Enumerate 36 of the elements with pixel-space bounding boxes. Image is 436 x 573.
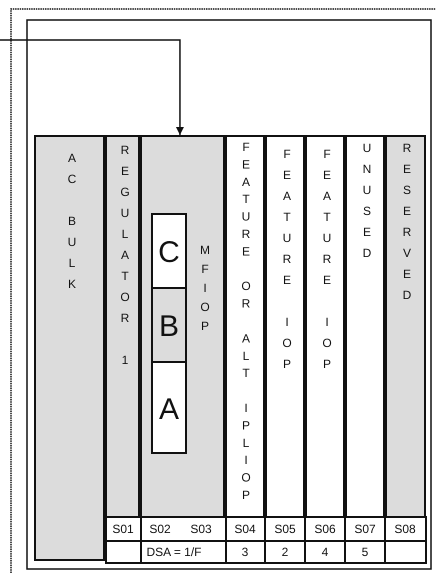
table-value: 4 xyxy=(322,545,328,559)
card-box xyxy=(151,361,187,454)
slot-number: S08 xyxy=(394,522,416,536)
table-value: DSA = 1/F xyxy=(146,545,202,559)
vertical-label: UNUSED xyxy=(360,141,374,267)
slot-column xyxy=(345,135,385,518)
card-letter: C xyxy=(157,236,181,270)
slot-column xyxy=(305,135,345,518)
slot-column xyxy=(265,135,305,518)
vertical-label: FEATURE IOP xyxy=(280,147,294,378)
slot-column xyxy=(225,135,265,518)
card-letter: B xyxy=(158,310,180,344)
slot-number: S06 xyxy=(314,522,336,536)
card-letter: A xyxy=(158,392,180,426)
card-box xyxy=(151,287,187,363)
table-value: 2 xyxy=(282,545,288,559)
slot-column xyxy=(140,135,225,518)
slot-column xyxy=(105,135,140,518)
vertical-label: REGULATOR 1 xyxy=(118,143,132,374)
slot-number: S05 xyxy=(274,522,296,536)
vertical-label: FEATURE IOP xyxy=(320,147,334,378)
slot-column xyxy=(34,135,105,561)
slot-column xyxy=(385,135,426,518)
slot-number: S02 xyxy=(149,522,171,536)
vertical-label: AC BULK xyxy=(65,151,79,298)
slot-number: S03 xyxy=(190,522,212,536)
vertical-label: FEATURE OR ALT IPLIOP xyxy=(239,140,253,506)
table-value: 5 xyxy=(362,545,368,559)
vertical-label: RESERVED xyxy=(400,141,414,309)
slot-number: S04 xyxy=(234,522,256,536)
vertical-label: MFIOP xyxy=(198,243,212,338)
arrow xyxy=(0,39,184,135)
card-box xyxy=(151,213,187,289)
slot-number: S07 xyxy=(354,522,376,536)
table-value: 3 xyxy=(242,545,248,559)
slot-number: S01 xyxy=(112,522,134,536)
